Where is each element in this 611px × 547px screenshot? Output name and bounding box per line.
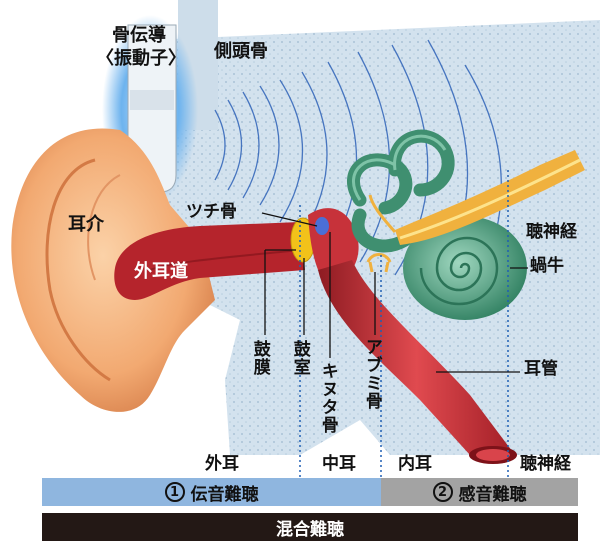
region-inner-ear: 内耳 [398, 455, 432, 474]
malleus-shape [315, 217, 329, 235]
conductive-label: 伝音難聴 [191, 480, 259, 505]
label-stapes: アブミ骨 [362, 338, 381, 410]
label-pinna: 耳介 [68, 215, 104, 235]
conductive-hearing-loss-bar: 1 伝音難聴 [42, 478, 381, 506]
label-eustachian-tube: 耳管 [524, 360, 558, 379]
label-vibrator: 〈振動子〉 [96, 49, 186, 69]
region-auditory-nerve: 聴神経 [520, 455, 571, 474]
sensorineural-hearing-loss-bar: 2 感音難聴 [381, 478, 578, 506]
mixed-label: 混合難聴 [276, 515, 344, 540]
number-badge-2: 2 [433, 482, 453, 502]
label-external-canal: 外耳道 [134, 262, 188, 282]
label-incus: キヌタ骨 [318, 362, 337, 434]
label-eardrum: 鼓膜 [250, 340, 269, 376]
label-auditory-nerve: 聴神経 [526, 223, 577, 242]
region-outer-ear: 外耳 [205, 455, 239, 474]
label-cochlea: 蝸牛 [530, 257, 564, 276]
label-bone-conduction: 骨伝導 [112, 26, 166, 46]
region-middle-ear: 中耳 [322, 455, 356, 474]
number-badge-1: 1 [165, 482, 185, 502]
label-temporal-bone: 側頭骨 [214, 42, 268, 62]
label-tympanic-cavity: 鼓室 [290, 340, 309, 376]
mixed-hearing-loss-bar: 混合難聴 [42, 513, 578, 541]
sensorineural-label: 感音難聴 [459, 480, 527, 505]
label-malleus: ツチ骨 [186, 203, 237, 222]
